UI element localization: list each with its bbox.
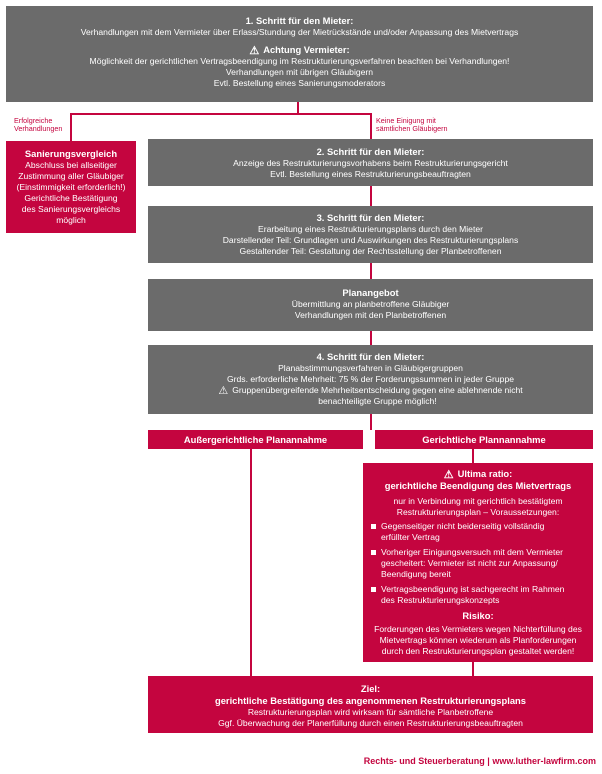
ausser-planannahme-title: Außergerichtliche Planannahme	[183, 434, 328, 445]
list-item: Vertragsbeendigung ist sachgerecht im Ra…	[371, 584, 587, 606]
planangebot-title: Planangebot	[342, 287, 399, 298]
step1-line: Evtl. Bestellung eines Sanierungsmoderat…	[213, 78, 386, 88]
gericht-planannahme-box: Gerichtliche Plannannahme	[375, 430, 593, 449]
connector	[370, 113, 372, 139]
step1-box: 1. Schritt für den Mieter: Verhandlungen…	[6, 6, 593, 102]
ultima-ratio-box: ⚠Ultima ratio: gerichtliche Beendigung d…	[363, 463, 593, 662]
ziel-box: Ziel: gerichtliche Bestätigung des angen…	[148, 676, 593, 733]
connector	[70, 113, 72, 141]
branch-label-right: Keine Einigung mit sämtlichen Gläubigern	[376, 116, 448, 133]
connector	[70, 113, 372, 115]
step4-warning: ⚠ Gruppenübergreifende Mehrheitsentschei…	[218, 385, 523, 406]
step4-title: 4. Schritt für den Mieter:	[316, 351, 425, 362]
connector	[370, 263, 372, 279]
branch-label-left: Erfolgreiche Verhandlungen	[14, 116, 63, 133]
step1-warning-title: Achtung Vermieter:	[263, 44, 350, 55]
connector	[472, 662, 474, 676]
connector	[370, 331, 372, 345]
warning-icon: ⚠	[218, 385, 229, 397]
footer-text: Rechts- und Steuerberatung | www.luther-…	[363, 756, 596, 766]
sanierungsvergleich-box: Sanierungsvergleich Abschluss bei allsei…	[6, 141, 136, 233]
warning-icon: ⚠	[443, 469, 454, 481]
ziel-title: Ziel:	[360, 683, 381, 694]
connector	[250, 449, 252, 676]
list-item: Gegenseitiger nicht beiderseitig vollstä…	[371, 521, 587, 543]
sanierungsvergleich-title: Sanierungsvergleich	[24, 148, 118, 159]
warning-icon: ⚠	[249, 45, 260, 57]
step1-warning: ⚠Achtung Vermieter:	[6, 44, 593, 57]
connector	[370, 186, 372, 206]
ultima-ratio-heading: ⚠Ultima ratio:	[443, 468, 513, 481]
connector	[472, 449, 474, 463]
step1-line: Verhandlungen mit übrigen Gläubigern	[225, 67, 374, 77]
step3-title: 3. Schritt für den Mieter:	[316, 212, 425, 223]
step1-text: Verhandlungen mit dem Vermieter über Erl…	[80, 27, 519, 37]
step4-box: 4. Schritt für den Mieter: Planabstimmun…	[148, 345, 593, 414]
step1-line: Möglichkeit der gerichtlichen Vertragsbe…	[89, 56, 510, 66]
risk-title: Risiko:	[462, 610, 494, 621]
gericht-planannahme-title: Gerichtliche Plannannahme	[422, 434, 546, 445]
step1-title: 1. Schritt für den Mieter:	[245, 15, 354, 26]
list-item: Vorheriger Einigungsversuch mit dem Verm…	[371, 547, 587, 580]
step3-box: 3. Schritt für den Mieter: Erarbeitung e…	[148, 206, 593, 263]
step2-box: 2. Schritt für den Mieter: Anzeige des R…	[148, 139, 593, 186]
step2-title: 2. Schritt für den Mieter:	[316, 146, 425, 157]
ausser-planannahme-box: Außergerichtliche Planannahme	[148, 430, 363, 449]
ultima-ratio-bullets: Gegenseitiger nicht beiderseitig vollstä…	[363, 521, 593, 606]
connector	[297, 102, 299, 114]
connector	[370, 414, 372, 430]
planangebot-box: Planangebot Übermittlung an planbetroffe…	[148, 279, 593, 331]
